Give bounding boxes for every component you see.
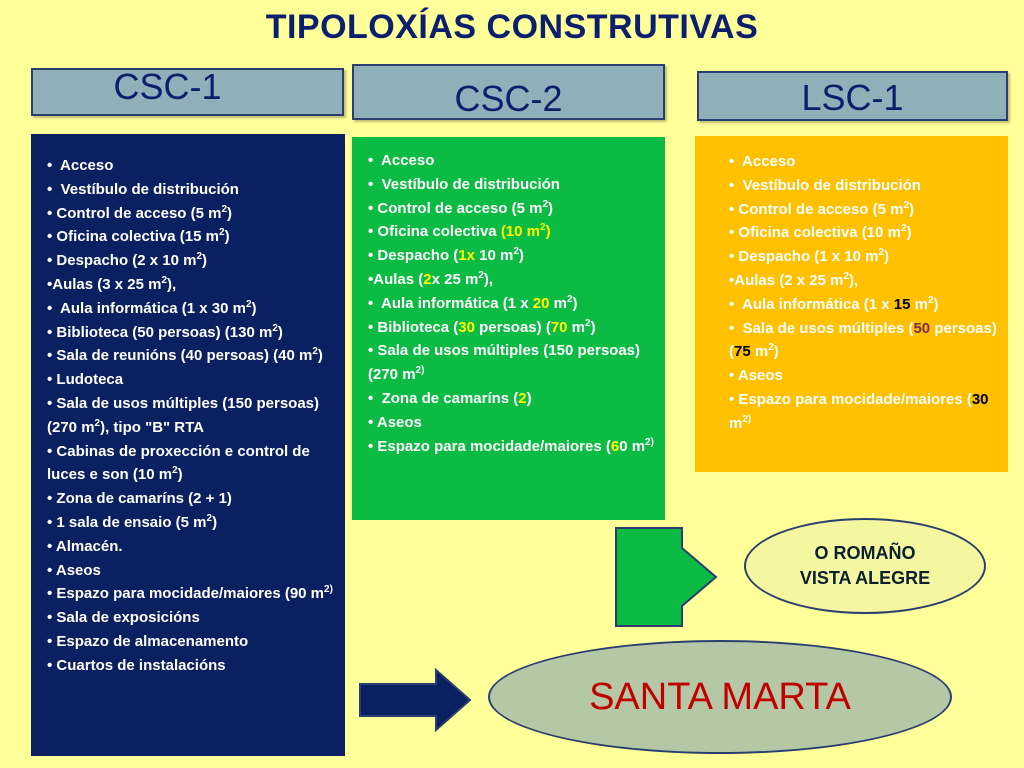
header-csc1-label: CSC-1 (113, 66, 222, 107)
arrow-right-green-icon (615, 527, 718, 627)
arrow-right-navy-icon (359, 668, 472, 732)
ellipse-o-romano: O ROMAÑO VISTA ALEGRE (744, 518, 986, 614)
ellipse-santa-marta: SANTA MARTA (488, 640, 952, 754)
list-item: • Aseos (729, 367, 783, 385)
header-lsc1: LSC-1 (697, 71, 1008, 121)
list-item: • Acceso (368, 152, 435, 169)
header-csc2: CSC-2 (352, 64, 665, 120)
list-item: • Aseos (368, 413, 422, 431)
list-item: • Vestíbulo de distribución (729, 176, 921, 194)
lsc1-box: • Acceso • Vestíbulo de distribución • C… (695, 136, 1008, 472)
list-item: • Espazo de almacenamento (47, 632, 249, 650)
list-item: • Oficina colectiva (10 m2) (729, 223, 912, 242)
list-item: • Zona de camaríns (2 + 1) (47, 490, 232, 508)
list-item: • Cuartos de instalacións (47, 656, 226, 674)
ellipse-santa-marta-label: SANTA MARTA (589, 675, 851, 718)
list-item: • Espazo para mocidade/maiores (30 m2) (729, 390, 989, 432)
header-lsc1-label: LSC-1 (801, 77, 904, 118)
list-item: • Almacén. (47, 537, 123, 555)
list-item: • Sala de reunións (40 persoas) (40 m2) (47, 346, 323, 365)
list-item: • Oficina colectiva (10 m2) (368, 222, 551, 241)
list-item: • Vestíbulo de distribución (368, 175, 560, 193)
csc1-box: • Acceso • Vestíbulo de distribución • C… (31, 134, 345, 756)
list-item: • Control de acceso (5 m2) (368, 198, 554, 217)
page-title: TIPOLOXÍAS CONSTRUTIVAS (265, 8, 759, 46)
list-item: • Acceso (729, 153, 796, 170)
list-item: • Espazo para mocidade/maiores (60 m2) (368, 436, 654, 455)
list-item: •Aulas (2x 25 m2), (368, 269, 494, 288)
list-item: • Aula informática (1 x 30 m2) (47, 298, 257, 317)
list-item: • Vestíbulo de distribución (47, 180, 239, 198)
list-item: • Control de acceso (5 m2) (47, 203, 233, 222)
header-csc1: CSC-1 (31, 66, 344, 116)
list-item: • Zona de camaríns (2) (368, 389, 532, 407)
list-item: • Espazo para mocidade/maiores (90 m2) (47, 584, 333, 603)
list-item: • Aseos (47, 561, 101, 579)
list-item: • Biblioteca (50 persoas) (130 m2) (47, 322, 283, 341)
list-item: • Despacho (2 x 10 m2) (47, 251, 208, 270)
list-item: • 1 sala de ensaio (5 m2) (47, 512, 218, 531)
list-item: • Aula informática (1 x 20 m2) (368, 293, 578, 312)
list-item: • Despacho (1 x 10 m2) (729, 247, 890, 266)
list-item: • Aula informática (1 x 15 m2) (729, 294, 939, 313)
list-item: • Oficina colectiva (15 m2) (47, 227, 230, 246)
list-item: •Aulas (3 x 25 m2), (47, 274, 177, 293)
list-item: • Sala de usos múltiples (150 persoas) (… (47, 394, 320, 436)
list-item: • Ludoteca (47, 371, 124, 389)
list-item: • Acceso (47, 157, 114, 174)
list-item: •Aulas (2 x 25 m2), (729, 270, 859, 289)
list-item: • Despacho (1x 10 m2) (368, 246, 524, 265)
ellipse-o-romano-label: O ROMAÑO VISTA ALEGRE (799, 543, 931, 588)
header-csc2-label: CSC-2 (454, 78, 563, 119)
list-item: • Cabinas de proxección e control de luc… (47, 442, 310, 484)
csc2-box: • Acceso • Vestíbulo de distribución • C… (352, 137, 665, 520)
list-item: • Control de acceso (5 m2) (729, 199, 915, 218)
list-item: • Sala de usos múltiples (150 persoas) (… (368, 342, 641, 384)
list-item: • Sala de usos múltiples (50 persoas) (7… (729, 319, 997, 361)
list-item: • Biblioteca (30 persoas) (70 m2) (368, 317, 596, 336)
list-item: • Sala de exposicións (47, 609, 200, 627)
